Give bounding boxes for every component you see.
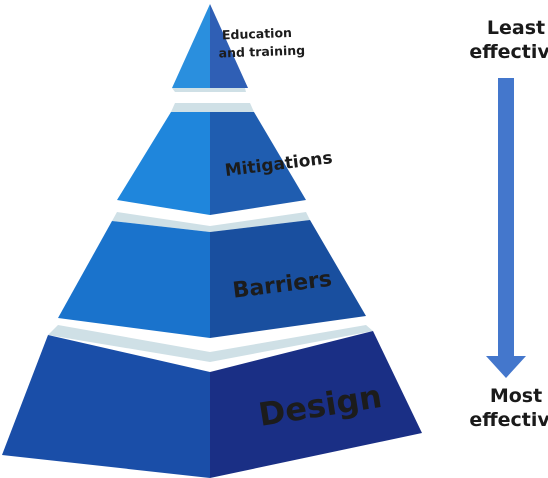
tier-2-right-face <box>210 112 306 215</box>
tier-2-ledge <box>171 103 254 112</box>
tier-education-and-training: Education and training <box>172 4 305 92</box>
tier-barriers: Barriers <box>58 212 366 338</box>
tier-1-right-face <box>210 4 248 88</box>
tier-4-right-face <box>210 331 422 478</box>
legend-bottom-line-1: Most <box>489 385 543 407</box>
tier-1-left-face <box>172 4 210 88</box>
down-arrow-icon <box>486 78 526 378</box>
legend-top-line-1: Least <box>486 17 546 39</box>
legend-least-effective: Least effective <box>461 16 548 64</box>
legend-most-effective: Most effective <box>461 384 548 432</box>
tier-3-right-face <box>210 220 366 338</box>
tier-1-label-line-2: and training <box>218 43 305 61</box>
tier-4-ledge <box>48 325 373 362</box>
tier-design: Design <box>2 325 422 478</box>
legend-bottom-line-2: effective <box>469 409 548 431</box>
legend-top-line-2: effective <box>469 41 548 63</box>
tier-1-label: Education and training <box>218 25 306 61</box>
tier-3-ledge <box>112 212 310 232</box>
tier-1-label-line-1: Education <box>222 25 292 42</box>
tier-4-left-face <box>2 335 210 478</box>
tier-2-left-face <box>117 112 210 215</box>
tier-mitigations: Mitigations <box>117 103 334 215</box>
tier-3-left-face <box>58 221 210 338</box>
tier-1-ledge <box>172 88 246 92</box>
